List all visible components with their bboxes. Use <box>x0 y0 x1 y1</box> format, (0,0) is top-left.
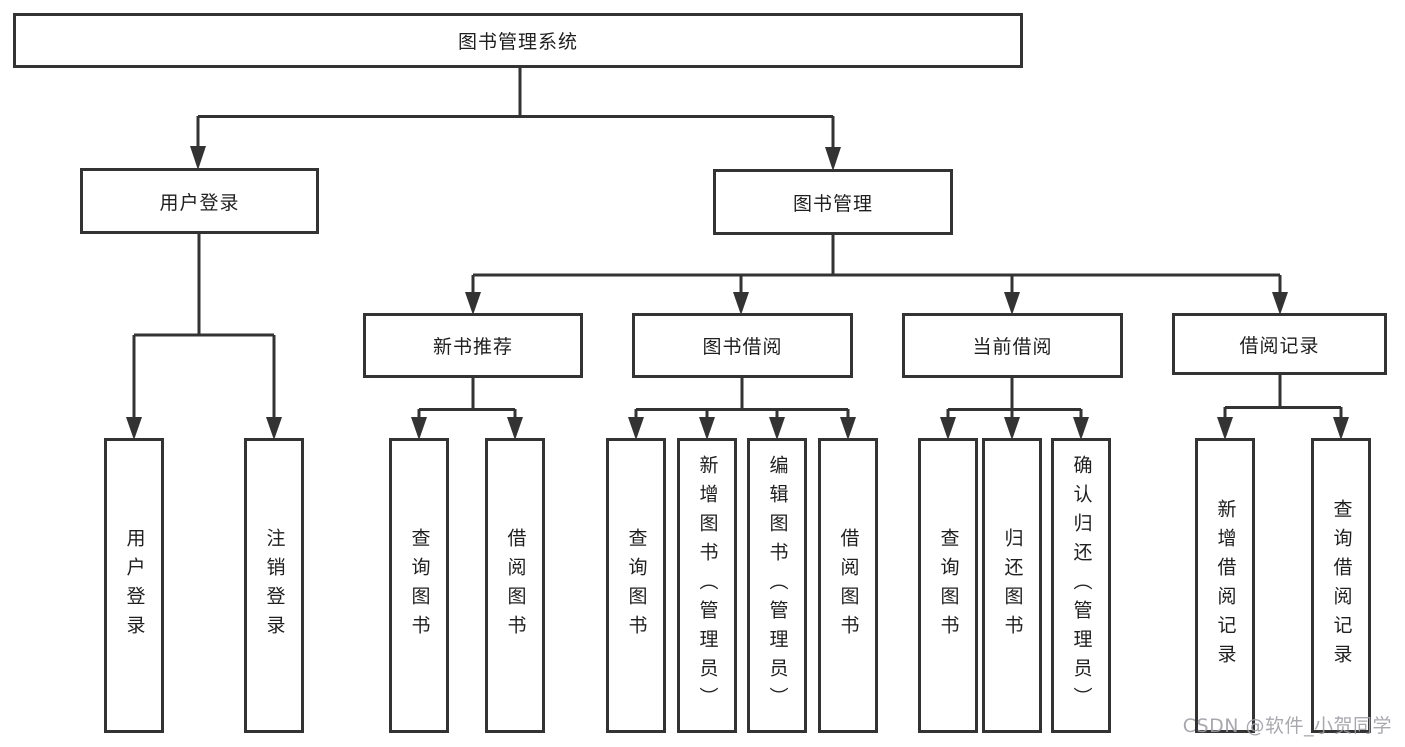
leaf-logout: 注销登录 <box>244 438 304 733</box>
csdn-watermark: CSDN @软件_小贺同学 <box>1182 715 1392 737</box>
leaf-borrow-books-borrowing: 借阅图书 <box>818 438 878 733</box>
node-label: 当前借阅 <box>972 336 1053 358</box>
leaf-user-login: 用户登录 <box>104 438 164 733</box>
node-label: 编辑图书（管理员） <box>766 455 789 716</box>
leaf-add-book-admin: 新增图书（管理员） <box>677 438 737 733</box>
leaf-add-borrow-record: 新增借阅记录 <box>1195 438 1255 733</box>
node-book-management: 图书管理 <box>713 169 953 235</box>
node-label: 查询图书 <box>625 527 648 644</box>
node-label: 归还图书 <box>1001 527 1024 644</box>
node-label: 查询图书 <box>408 527 431 644</box>
node-library-management-system: 图书管理系统 <box>13 13 1023 68</box>
node-label: 注销登录 <box>263 527 286 644</box>
node-current-borrowing: 当前借阅 <box>902 313 1123 378</box>
node-label: 图书管理系统 <box>457 31 578 53</box>
leaf-query-books-recommend: 查询图书 <box>389 438 449 733</box>
node-label: 查询图书 <box>937 527 960 644</box>
node-label: 借阅图书 <box>837 527 860 644</box>
node-label: 新增借阅记录 <box>1214 498 1237 673</box>
node-label: 新书推荐 <box>432 336 513 358</box>
node-label: 新增图书（管理员） <box>696 455 719 716</box>
arrowheads <box>126 146 1349 440</box>
node-label: 图书借阅 <box>702 336 783 358</box>
node-book-borrowing: 图书借阅 <box>632 313 853 378</box>
leaf-borrow-books-recommend: 借阅图书 <box>485 438 545 733</box>
node-label: 图书管理 <box>792 192 873 215</box>
leaf-confirm-return-admin: 确认归还（管理员） <box>1051 438 1111 733</box>
node-label: 用户登录 <box>123 527 146 644</box>
node-label: 用户登录 <box>159 191 240 214</box>
leaf-return-book: 归还图书 <box>982 438 1042 733</box>
node-borrowing-records: 借阅记录 <box>1172 313 1387 375</box>
leaf-query-books-current: 查询图书 <box>918 438 978 733</box>
node-label: 借阅图书 <box>504 527 527 644</box>
node-new-book-recommendation: 新书推荐 <box>363 313 583 378</box>
node-label: 确认归还（管理员） <box>1070 455 1093 716</box>
node-label: 借阅记录 <box>1239 334 1320 357</box>
leaf-query-books-borrowing: 查询图书 <box>606 438 666 733</box>
node-user-login: 用户登录 <box>80 168 319 234</box>
node-label: 查询借阅记录 <box>1330 498 1353 673</box>
leaf-query-borrow-record: 查询借阅记录 <box>1311 438 1371 733</box>
leaf-edit-book-admin: 编辑图书（管理员） <box>747 438 807 733</box>
